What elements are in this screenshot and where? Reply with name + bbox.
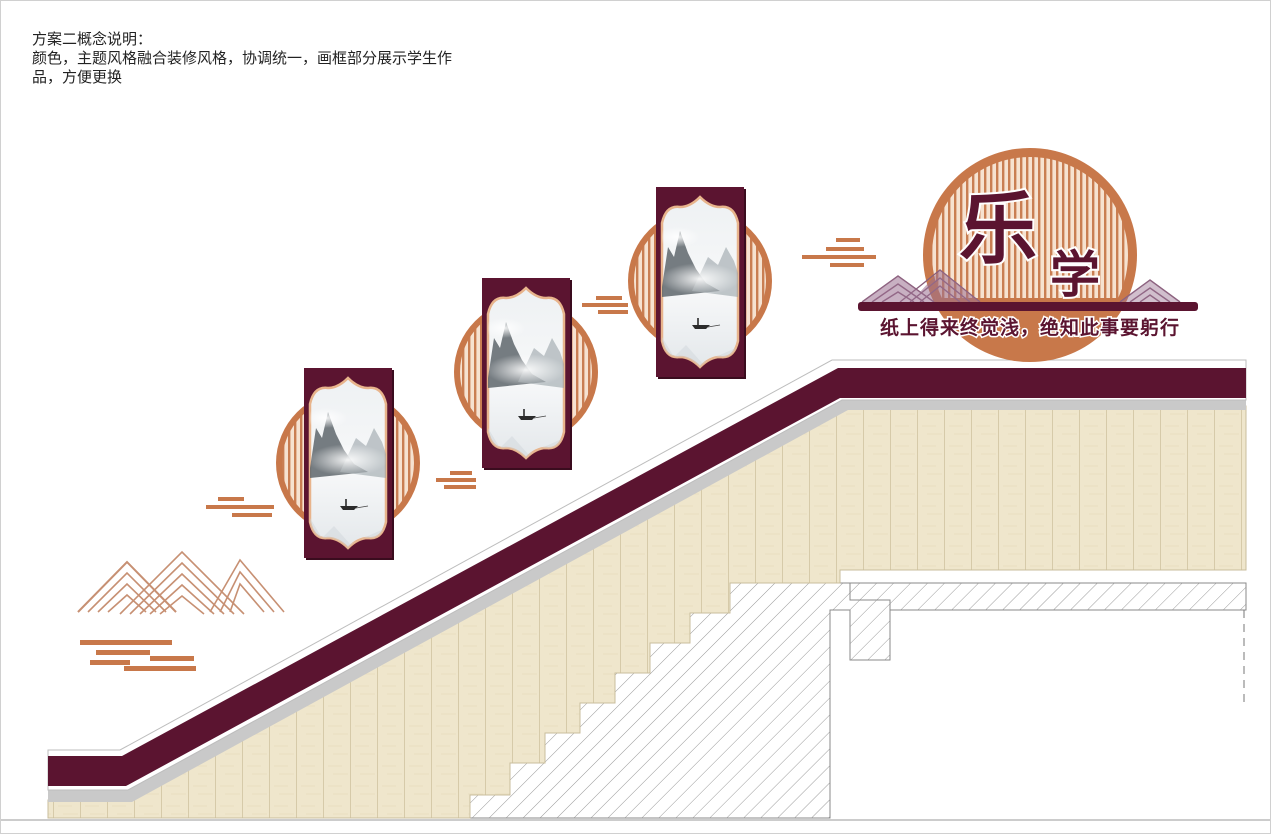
boat-icon <box>340 506 358 510</box>
landing-hatch <box>849 582 1247 611</box>
boat-icon <box>692 325 710 329</box>
cloud-motif-left <box>80 640 196 671</box>
stair-section <box>0 359 1271 821</box>
cloud-motif-2 <box>206 497 274 517</box>
sign-mountain-fill-right <box>1120 280 1180 302</box>
concept-title: 方案二概念说明： <box>32 30 153 48</box>
sign-slat-disc <box>932 157 1128 298</box>
artwork-frame <box>454 278 598 470</box>
sign-base-bar <box>858 302 1198 311</box>
artwork-frame <box>276 368 420 560</box>
mountain-motif <box>77 550 285 615</box>
concept-description: 方案二概念说明： 颜色，主题风格融合装修风格，协调统一，画框部分展示学生作 品，… <box>32 30 592 87</box>
concept-line-1: 颜色，主题风格融合装修风格，协调统一，画框部分展示学生作 <box>32 49 453 67</box>
artwork-frame <box>628 187 772 379</box>
ink-landscape-painting <box>488 318 564 458</box>
cloud-motif-5 <box>802 238 876 267</box>
cloud-motif-4 <box>582 296 628 314</box>
sign-char-xue: 学 <box>1050 245 1100 304</box>
mountain-right <box>209 558 285 613</box>
sign-mountain-fill-left <box>862 270 980 302</box>
cloud-motif-3 <box>436 471 476 489</box>
mountain-middle <box>119 550 245 615</box>
sign-char-le: 乐 <box>959 184 1037 275</box>
concept-line-2: 品，方便更换 <box>32 68 123 86</box>
artwork-frames <box>276 187 772 560</box>
sign-slogan: 纸上得来终觉浅，绝知此事要躬行 <box>880 316 1180 339</box>
sign-mountains-right <box>1119 279 1181 303</box>
signboard: 乐 学 纸上得来终觉浅，绝知此事要躬行 <box>858 148 1198 362</box>
maroon-handrail-band <box>48 368 1246 786</box>
boat-icon <box>518 416 536 420</box>
